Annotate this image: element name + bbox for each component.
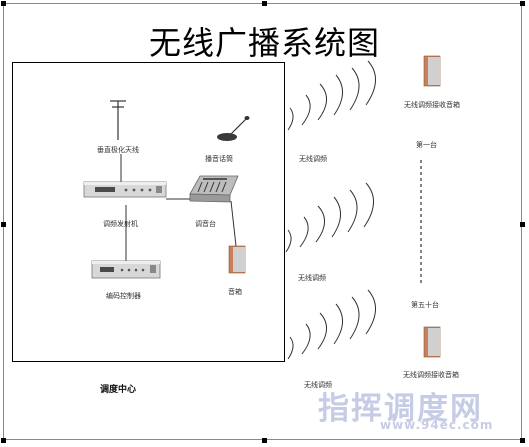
receiver-speaker-top-icon [423, 55, 441, 87]
watermark-text: 指挥调度网 [318, 391, 483, 427]
selection-handle[interactable] [1, 438, 6, 443]
receiver-bottom-label: 无线调频接收音箱 [403, 371, 459, 379]
antenna-icon [110, 100, 126, 140]
selection-handle[interactable] [520, 1, 525, 6]
selection-handle[interactable] [262, 438, 267, 443]
wireless-fm-label: 无线调频 [299, 155, 327, 163]
dispatch-center-caption: 调度中心 [100, 385, 137, 395]
signal-waves-bottom [287, 289, 376, 360]
receiver-speaker-bottom-icon [423, 326, 441, 358]
selection-handle[interactable] [520, 438, 525, 443]
dispatch-center-box [12, 62, 285, 362]
speaker-icon [228, 245, 246, 274]
first-unit-label: 第一台 [416, 141, 437, 149]
antenna-label: 垂直极化天线 [97, 146, 139, 154]
selection-handle[interactable] [520, 222, 525, 227]
wireless-fm-label: 无线调频 [298, 274, 326, 282]
mixer-device [189, 175, 239, 203]
signal-waves-top [287, 60, 376, 131]
controller-label: 编码控制器 [106, 292, 141, 300]
microphone-label: 播音话筒 [205, 155, 233, 163]
signal-waves-middle [285, 182, 374, 253]
speaker-label: 音箱 [228, 288, 242, 296]
transmitter-label: 调频发射机 [103, 220, 138, 228]
selection-handle[interactable] [262, 1, 267, 6]
watermark-url: www.94ec.com [380, 418, 494, 432]
selection-handle[interactable] [1, 1, 6, 6]
last-unit-label: 第五十台 [411, 301, 439, 309]
mixer-label: 调音台 [195, 220, 216, 228]
transmitter-device [83, 181, 167, 198]
diagram-title: 无线广播系统图 [148, 24, 380, 62]
controller-device [91, 260, 161, 279]
selection-handle[interactable] [1, 222, 6, 227]
microphone-icon [217, 116, 250, 141]
mixer-speaker-link [230, 200, 237, 247]
wireless-fm-label: 无线调频 [304, 381, 332, 389]
receiver-top-label: 无线调频接收音箱 [404, 101, 460, 109]
